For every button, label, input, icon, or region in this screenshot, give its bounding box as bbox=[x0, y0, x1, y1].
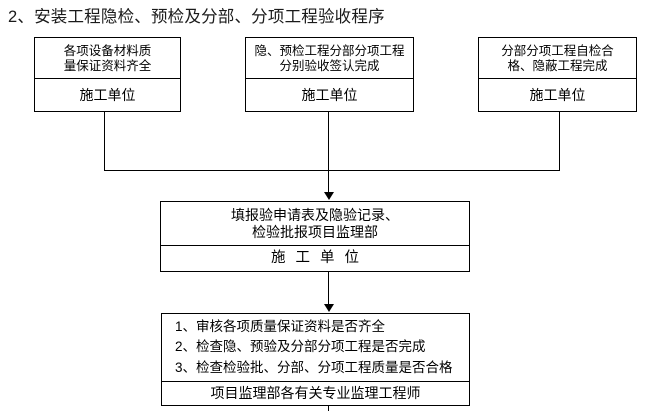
middle-to-bottom-connector bbox=[328, 272, 330, 306]
top-center-header-line-1: 隐、预检工程分部分项工程 bbox=[254, 44, 405, 59]
arrow-into-bottom-box bbox=[324, 304, 334, 312]
bottom-item-1: 1、审核各项质量保证资料是否齐全 bbox=[175, 318, 386, 334]
top-right-header-line-2: 格、隐蔽工程完成 bbox=[507, 59, 608, 73]
top-left-box-footer: 施工单位 bbox=[35, 78, 180, 111]
top-left-header-line-2: 量保证资料齐全 bbox=[63, 59, 152, 73]
top-right-footer-label: 施工单位 bbox=[529, 86, 586, 103]
top-right-box: 分部分项工程自检合 格、隐蔽工程完成 施工单位 bbox=[478, 37, 637, 112]
middle-header-line-1: 填报验申请表及隐验记录、 bbox=[231, 207, 399, 224]
bottom-box: 1、审核各项质量保证资料是否齐全 2、检查隐、预验及分部分项工程是否完成 3、检… bbox=[161, 313, 470, 406]
middle-box-footer: 施 工 单 位 bbox=[161, 245, 469, 271]
top-right-box-footer: 施工单位 bbox=[479, 78, 636, 111]
middle-box-header: 填报验申请表及隐验记录、 检验批报项目监理部 bbox=[161, 202, 469, 245]
center-box-down-connector bbox=[328, 112, 330, 194]
arrow-into-middle-box bbox=[324, 192, 334, 200]
top-left-footer-label: 施工单位 bbox=[79, 86, 136, 103]
bottom-box-footer: 项目监理部各有关专业监理工程师 bbox=[162, 381, 469, 405]
top-center-box-footer: 施工单位 bbox=[246, 78, 413, 111]
middle-header-line-2: 检验批报项目监理部 bbox=[252, 224, 378, 240]
page-title: 2、安装工程隐检、预检及分部、分项工程验收程序 bbox=[8, 8, 385, 26]
top-right-box-header: 分部分项工程自检合 格、隐蔽工程完成 bbox=[479, 38, 636, 78]
left-box-down-connector bbox=[104, 112, 106, 171]
bottom-item-2: 2、检查隐、预验及分部分项工程是否完成 bbox=[175, 339, 426, 355]
top-center-header-line-2: 分别验收签认完成 bbox=[279, 59, 380, 73]
top-center-footer-label: 施工单位 bbox=[301, 86, 358, 103]
bottom-box-exit-connector bbox=[328, 406, 330, 411]
bottom-box-header: 1、审核各项质量保证资料是否齐全 2、检查隐、预验及分部分项工程是否完成 3、检… bbox=[162, 314, 469, 381]
bottom-item-3: 3、检查检验批、分部、分项工程质量是否合格 bbox=[175, 359, 453, 375]
middle-box: 填报验申请表及隐验记录、 检验批报项目监理部 施 工 单 位 bbox=[160, 201, 470, 272]
top-center-box-header: 隐、预检工程分部分项工程 分别验收签认完成 bbox=[246, 38, 413, 78]
horizontal-merge-bus bbox=[104, 170, 560, 172]
bottom-footer-label: 项目监理部各有关专业监理工程师 bbox=[210, 385, 421, 402]
right-box-down-connector bbox=[559, 112, 561, 171]
top-left-box: 各项设备材料质 量保证资料齐全 施工单位 bbox=[34, 37, 181, 112]
top-left-header-line-1: 各项设备材料质 bbox=[63, 44, 152, 59]
top-center-box: 隐、预检工程分部分项工程 分别验收签认完成 施工单位 bbox=[245, 37, 414, 112]
middle-footer-label: 施 工 单 位 bbox=[270, 249, 363, 266]
top-right-header-line-1: 分部分项工程自检合 bbox=[501, 44, 614, 59]
top-left-box-header: 各项设备材料质 量保证资料齐全 bbox=[35, 38, 180, 78]
